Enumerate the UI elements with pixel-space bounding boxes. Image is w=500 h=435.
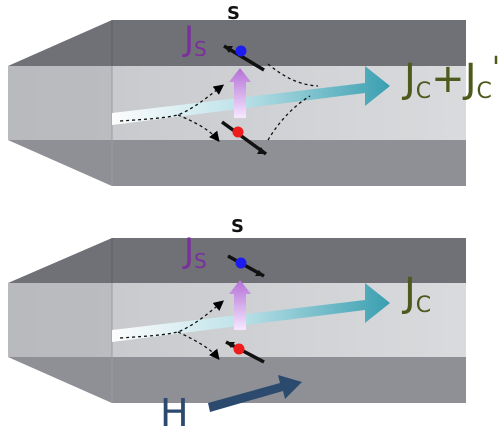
bottom-electron-paths [119, 300, 224, 361]
top-s-label: S [227, 3, 240, 24]
top-spin-down-electron [220, 120, 268, 156]
bottom-js-label: JS [182, 231, 207, 273]
bottom-panel: JS S JC H [8, 216, 466, 435]
top-spin-up-electron [223, 44, 265, 72]
top-panel: JS S JC+JC' [8, 3, 500, 186]
top-js-label: JS [182, 19, 207, 61]
bottom-s-label: S [231, 216, 244, 237]
top-slab-top-face [8, 20, 466, 66]
bottom-slab-bottom-face [8, 357, 466, 403]
top-slab-bottom-face [8, 140, 466, 186]
bottom-spin-current-arrow [229, 280, 251, 330]
top-jc-label: JC+JC' [401, 51, 500, 104]
top-spin-current-arrow [229, 68, 251, 118]
h-field-label: H [160, 391, 189, 435]
h-field-arrow [208, 375, 302, 412]
top-charge-current-arrow [112, 66, 390, 125]
bottom-spin-down-electron [225, 340, 265, 364]
bottom-jc-label: JC [401, 270, 431, 318]
top-electron-paths [119, 63, 319, 143]
bottom-charge-current-arrow [112, 283, 390, 342]
bottom-spin-up-electron [227, 254, 265, 278]
